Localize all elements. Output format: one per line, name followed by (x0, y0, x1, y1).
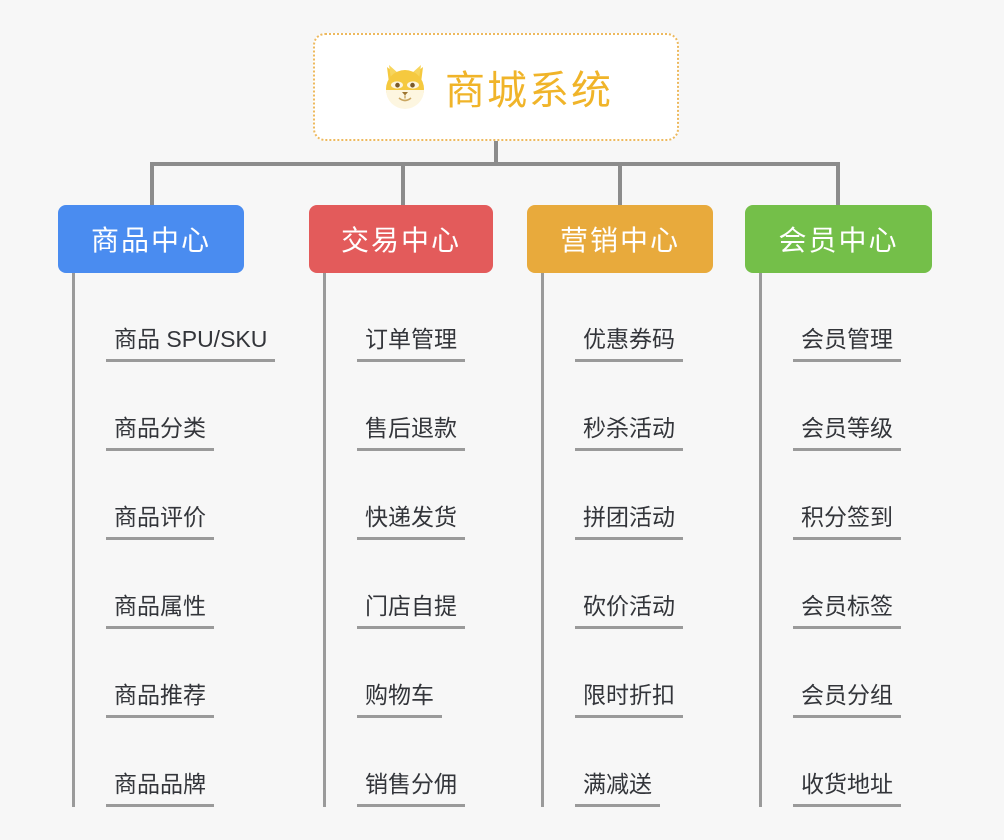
leaf-label: 积分签到 (793, 504, 901, 540)
category-header-product-center[interactable]: 商品中心 (58, 205, 244, 273)
leaf-label: 门店自提 (357, 593, 465, 629)
category-label: 交易中心 (340, 225, 461, 256)
leaf-item[interactable]: 砍价活动 (541, 540, 713, 629)
column-product-center: 商品中心 商品 SPU/SKU 商品分类 商品评价 商品属性 商品推荐 商品品牌 (58, 205, 276, 807)
leaf-item[interactable]: 售后退款 (323, 362, 493, 451)
leaf-item[interactable]: 秒杀活动 (541, 362, 713, 451)
leaf-label: 收货地址 (793, 771, 901, 807)
leaf-label: 购物车 (357, 682, 442, 718)
leaf-label: 商品品牌 (106, 771, 214, 807)
leaf-label: 会员分组 (793, 682, 901, 718)
column-marketing-center: 营销中心 优惠券码 秒杀活动 拼团活动 砍价活动 限时折扣 满减送 (527, 205, 713, 807)
leaf-item[interactable]: 收货地址 (759, 718, 932, 807)
leaf-item[interactable]: 商品属性 (72, 540, 244, 629)
leaf-item[interactable]: 商品 SPU/SKU (72, 273, 276, 362)
root-node[interactable]: 商城系统 (313, 33, 679, 141)
category-label: 商品中心 (90, 225, 211, 256)
leaf-spine (759, 273, 762, 807)
leaf-item[interactable]: 销售分佣 (323, 718, 493, 807)
leaf-label: 商品属性 (106, 593, 214, 629)
leaf-item[interactable]: 商品分类 (72, 362, 244, 451)
connector-drop-product-center (150, 162, 154, 207)
leaf-list-product-center: 商品 SPU/SKU 商品分类 商品评价 商品属性 商品推荐 商品品牌 (72, 273, 276, 807)
connector-drop-marketing-center (618, 162, 622, 207)
leaf-item[interactable]: 商品品牌 (72, 718, 244, 807)
leaf-item[interactable]: 会员等级 (759, 362, 932, 451)
leaf-spine (323, 273, 326, 807)
dog-face-icon (379, 61, 431, 113)
leaf-item[interactable]: 会员分组 (759, 629, 932, 718)
leaf-item[interactable]: 会员标签 (759, 540, 932, 629)
leaf-label: 商品推荐 (106, 682, 214, 718)
leaf-spine (72, 273, 75, 807)
column-member-center: 会员中心 会员管理 会员等级 积分签到 会员标签 会员分组 收货地址 (745, 205, 932, 807)
connector-drop-trade-center (401, 162, 405, 207)
leaf-item[interactable]: 订单管理 (323, 273, 493, 362)
column-trade-center: 交易中心 订单管理 售后退款 快递发货 门店自提 购物车 销售分佣 (309, 205, 493, 807)
leaf-item[interactable]: 限时折扣 (541, 629, 713, 718)
leaf-label: 售后退款 (357, 415, 465, 451)
leaf-list-trade-center: 订单管理 售后退款 快递发货 门店自提 购物车 销售分佣 (323, 273, 493, 807)
leaf-label: 会员管理 (793, 326, 901, 362)
leaf-label: 限时折扣 (575, 682, 683, 718)
leaf-label: 会员等级 (793, 415, 901, 451)
category-label: 会员中心 (778, 225, 899, 256)
leaf-item[interactable]: 门店自提 (323, 540, 493, 629)
leaf-label: 优惠券码 (575, 326, 683, 362)
leaf-label: 拼团活动 (575, 504, 683, 540)
leaf-list-member-center: 会员管理 会员等级 积分签到 会员标签 会员分组 收货地址 (759, 273, 932, 807)
connector-horizontal-bus (150, 162, 840, 166)
leaf-label: 商品分类 (106, 415, 214, 451)
leaf-item[interactable]: 会员管理 (759, 273, 932, 362)
leaf-item[interactable]: 商品评价 (72, 451, 244, 540)
leaf-label: 快递发货 (357, 504, 465, 540)
leaf-label: 订单管理 (357, 326, 465, 362)
leaf-item[interactable]: 购物车 (323, 629, 493, 718)
leaf-label: 满减送 (575, 771, 660, 807)
root-title: 商城系统 (445, 69, 613, 113)
leaf-item[interactable]: 快递发货 (323, 451, 493, 540)
category-header-trade-center[interactable]: 交易中心 (309, 205, 493, 273)
leaf-label: 会员标签 (793, 593, 901, 629)
leaf-label: 砍价活动 (575, 593, 683, 629)
leaf-list-marketing-center: 优惠券码 秒杀活动 拼团活动 砍价活动 限时折扣 满减送 (541, 273, 713, 807)
leaf-item[interactable]: 拼团活动 (541, 451, 713, 540)
category-header-member-center[interactable]: 会员中心 (745, 205, 932, 273)
leaf-label: 商品 SPU/SKU (106, 326, 276, 362)
leaf-item[interactable]: 满减送 (541, 718, 713, 807)
leaf-item[interactable]: 积分签到 (759, 451, 932, 540)
connector-drop-member-center (836, 162, 840, 207)
connector-root-trunk (494, 141, 498, 165)
leaf-label: 销售分佣 (357, 771, 465, 807)
leaf-item[interactable]: 商品推荐 (72, 629, 244, 718)
leaf-label: 秒杀活动 (575, 415, 683, 451)
leaf-label: 商品评价 (106, 504, 214, 540)
leaf-spine (541, 273, 544, 807)
leaf-item[interactable]: 优惠券码 (541, 273, 713, 362)
category-header-marketing-center[interactable]: 营销中心 (527, 205, 713, 273)
category-label: 营销中心 (559, 225, 680, 256)
